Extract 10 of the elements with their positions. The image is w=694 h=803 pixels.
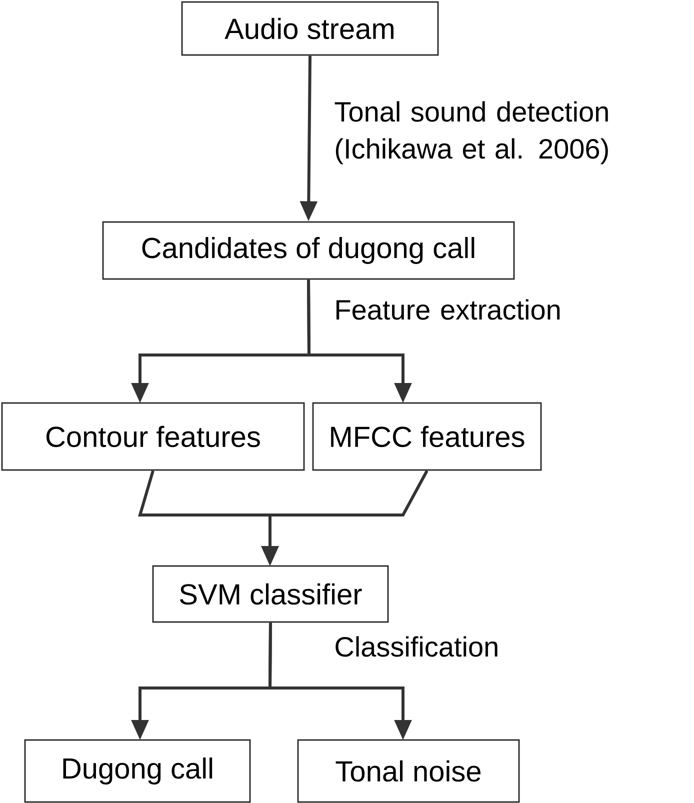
process-box: Tonal noise	[297, 739, 520, 803]
process-box: Dugong call	[24, 739, 251, 803]
process-box: Audio stream	[181, 1, 439, 56]
process-box: MFCC features	[312, 402, 542, 471]
edge-label: Feature extraction	[336, 299, 560, 320]
process-box: Contour features	[1, 402, 305, 471]
edge-label: Classification	[336, 636, 498, 657]
process-box: Candidates of dugong call	[102, 221, 515, 280]
edge-label: Tonal sound detection (Ichikawa et al. 2006)	[334, 101, 608, 164]
process-box: SVM classifier	[152, 565, 389, 623]
